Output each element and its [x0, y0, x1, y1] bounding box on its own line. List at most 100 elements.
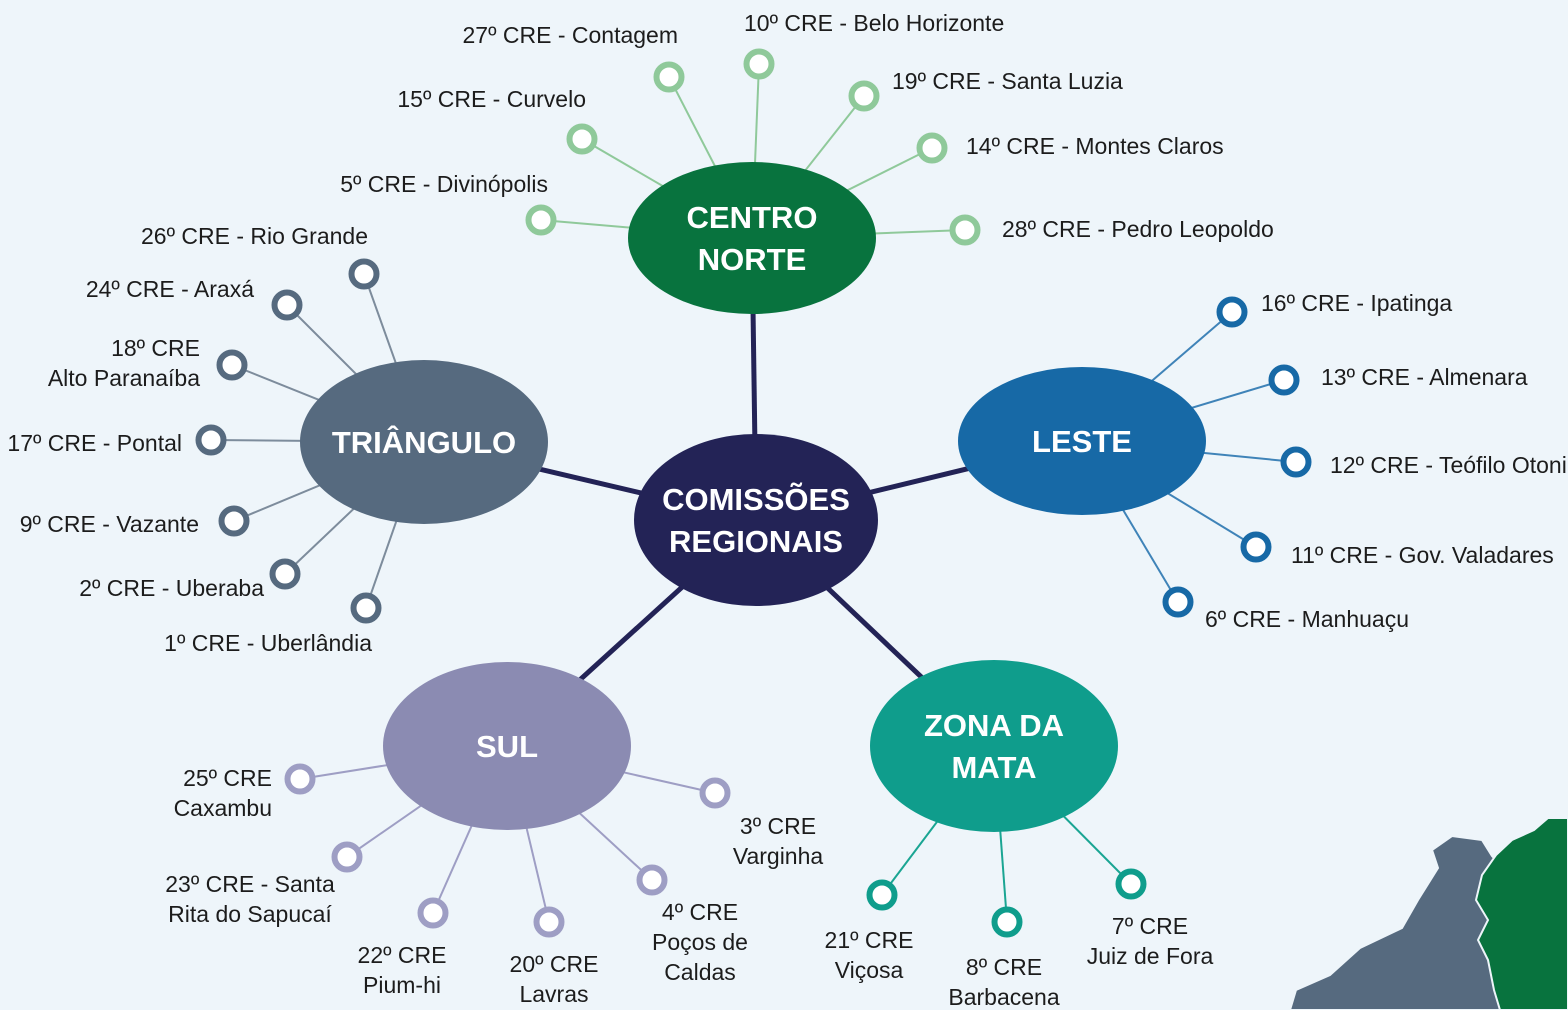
node-7-cre: [1115, 868, 1147, 900]
label-11-cre-gov-valadares: 11º CRE - Gov. Valadares: [1291, 542, 1554, 568]
label-27-cre-contagem: 27º CRE - Contagem: [463, 22, 679, 48]
label-8-cre-line: 8º CRE: [966, 954, 1042, 980]
label-7-cre: 7º CRE Juiz de Fora: [1087, 913, 1214, 969]
center-hub: [634, 434, 878, 606]
label-2-cre-uberaba: 2º CRE - Uberaba: [79, 575, 264, 601]
node-12-cre-teofilo-otoni: [1280, 446, 1312, 478]
label-18-cre-line: 18º CRE: [111, 335, 200, 361]
hub-label-centro-norte-line: NORTE: [698, 242, 807, 277]
label-18-cre: 18º CRE Alto Paranaíba: [48, 335, 200, 391]
label-23-cre-santa-line: 23º CRE - Santa: [165, 871, 335, 897]
label-6-cre-manhuacu-line: 6º CRE - Manhuaçu: [1205, 606, 1409, 632]
hub-label-centro-norte-line: CENTRO: [687, 200, 818, 235]
hub-label-sul-line: SUL: [476, 729, 538, 764]
node-labels: 5º CRE - Divinópolis 15º CRE - Curvelo 27º…: [7, 10, 1566, 1010]
node-6-cre-manhuacu: [1162, 586, 1194, 618]
node-18-cre: [216, 349, 248, 381]
node-2-cre-uberaba: [269, 558, 301, 590]
node-3-cre: [699, 777, 731, 809]
node-26-cre-rio-grande: [348, 258, 380, 290]
label-15-cre-curvelo-line: 15º CRE - Curvelo: [397, 86, 586, 112]
label-22-cre-line: 22º CRE: [358, 942, 447, 968]
node-4-cre: [636, 864, 668, 896]
hub-triangulo: [300, 360, 548, 524]
label-14-cre-montes-claros-line: 14º CRE - Montes Claros: [966, 133, 1224, 159]
node-15-cre-curvelo: [566, 123, 598, 155]
label-21-cre-line: 21º CRE: [825, 927, 914, 953]
label-18-cre-line: Alto Paranaíba: [48, 365, 200, 391]
hub-centro-norte: [628, 162, 876, 314]
node-14-cre-montes-claros: [916, 132, 948, 164]
label-24-cre-araxa: 24º CRE - Araxá: [86, 276, 254, 302]
hub-zona-da-mata: [870, 660, 1118, 832]
label-17-cre-pontal-line: 17º CRE - Pontal: [7, 430, 182, 456]
label-20-cre-line: 20º CRE: [510, 951, 599, 977]
label-9-cre-vazante: 9º CRE - Vazante: [20, 511, 199, 537]
node-5-cre-divinopolis: [525, 204, 557, 236]
map-region-2: [1474, 817, 1568, 1010]
node-8-cre: [991, 906, 1023, 938]
label-22-cre-line: Pium-hi: [363, 972, 441, 998]
label-21-cre-line: Viçosa: [835, 957, 904, 983]
node-23-cre-santa: [331, 841, 363, 873]
hub-label-leste: LESTE: [1032, 424, 1132, 459]
label-28-cre-pedro-leopoldo-line: 28º CRE - Pedro Leopoldo: [1002, 216, 1274, 242]
label-7-cre-line: 7º CRE: [1112, 913, 1188, 939]
node-19-cre-santa-luzia: [848, 80, 880, 112]
node-27-cre-contagem: [653, 61, 685, 93]
hub-label-centro-norte: CENTRO NORTE: [687, 200, 818, 277]
label-25-cre-line: 25º CRE: [183, 765, 272, 791]
label-9-cre-vazante-line: 9º CRE - Vazante: [20, 511, 199, 537]
label-12-cre-teofilo-otoni: 12º CRE - Teófilo Otoni: [1330, 452, 1567, 478]
hub-label-zona-da-mata-line: MATA: [952, 750, 1037, 785]
label-3-cre-line: Varginha: [733, 843, 824, 869]
label-4-cre-line: 4º CRE: [662, 899, 738, 925]
label-5-cre-divinopolis: 5º CRE - Divinópolis: [340, 171, 548, 197]
label-11-cre-gov-valadares-line: 11º CRE - Gov. Valadares: [1291, 542, 1554, 568]
node-21-cre: [866, 879, 898, 911]
label-12-cre-teofilo-otoni-line: 12º CRE - Teófilo Otoni: [1330, 452, 1567, 478]
label-4-cre-line: Caldas: [664, 959, 736, 985]
center-hub-label-line: COMISSÕES: [662, 481, 850, 517]
label-17-cre-pontal: 17º CRE - Pontal: [7, 430, 182, 456]
label-14-cre-montes-claros: 14º CRE - Montes Claros: [966, 133, 1224, 159]
label-1-cre-uberlandia: 1º CRE - Uberlândia: [164, 630, 372, 656]
label-7-cre-line: Juiz de Fora: [1087, 943, 1214, 969]
label-3-cre-line: 3º CRE: [740, 813, 816, 839]
node-13-cre-almenara: [1268, 364, 1300, 396]
label-5-cre-divinopolis-line: 5º CRE - Divinópolis: [340, 171, 548, 197]
label-6-cre-manhuacu: 6º CRE - Manhuaçu: [1205, 606, 1409, 632]
hub-label-triangulo: TRIÂNGULO: [332, 424, 516, 460]
node-17-cre-pontal: [195, 424, 227, 456]
label-4-cre-line: Poços de: [652, 929, 748, 955]
label-25-cre-line: Caxambu: [174, 795, 272, 821]
label-4-cre: 4º CRE Poços de Caldas: [652, 899, 748, 985]
node-25-cre: [284, 763, 316, 795]
hub-label-triangulo-line: TRIÂNGULO: [332, 424, 516, 460]
node-16-cre-ipatinga: [1216, 296, 1248, 328]
node-11-cre-gov-valadares: [1240, 531, 1272, 563]
label-19-cre-santa-luzia-line: 19º CRE - Santa Luzia: [892, 68, 1123, 94]
map-fragment: [1288, 817, 1568, 1010]
hub-label-leste-line: LESTE: [1032, 424, 1132, 459]
label-2-cre-uberaba-line: 2º CRE - Uberaba: [79, 575, 264, 601]
label-1-cre-uberlandia-line: 1º CRE - Uberlândia: [164, 630, 372, 656]
label-8-cre-line: Barbacena: [948, 984, 1059, 1010]
node-28-cre-pedro-leopoldo: [949, 214, 981, 246]
label-19-cre-santa-luzia: 19º CRE - Santa Luzia: [892, 68, 1123, 94]
node-10-cre-belo-horizonte: [743, 48, 775, 80]
node-24-cre-araxa: [271, 289, 303, 321]
center-hub-label-line: REGIONAIS: [669, 524, 843, 559]
label-24-cre-araxa-line: 24º CRE - Araxá: [86, 276, 254, 302]
center-hub-label: COMISSÕES REGIONAIS: [662, 481, 850, 559]
label-3-cre: 3º CRE Varginha: [733, 813, 824, 869]
label-22-cre: 22º CRE Pium-hi: [358, 942, 447, 998]
node-22-cre: [417, 897, 449, 929]
label-26-cre-rio-grande-line: 26º CRE - Rio Grande: [141, 223, 368, 249]
